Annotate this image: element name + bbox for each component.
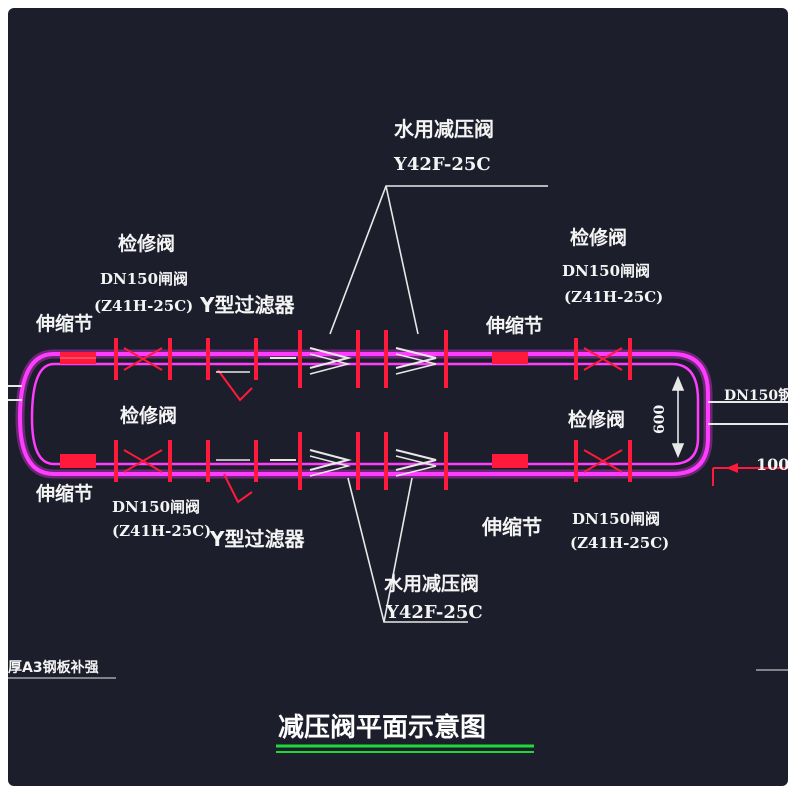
pressure-reducing-valve-plan-diagram: 水用减压阀 Y42F-25C 检修阀 DN150闸阀 (Z41H-25C) Y型… xyxy=(8,117,788,753)
bottom-left-valve-size: DN150闸阀 xyxy=(112,498,200,516)
top-left-valve-size: DN150闸阀 xyxy=(100,270,188,288)
gate-valve-bottom-left xyxy=(114,440,172,482)
bottom-left-valve-model: (Z41H-25C) xyxy=(112,522,211,540)
pressure-reducing-valve-bottom xyxy=(270,432,448,490)
prv-top-name: 水用减压阀 xyxy=(394,117,494,141)
prv-top-model: Y42F-25C xyxy=(393,154,491,175)
inlet-pipe xyxy=(8,385,22,401)
bottom-right-joint: 伸缩节 xyxy=(481,515,542,539)
pressure-reducing-valve-top xyxy=(270,330,448,388)
top-right-valve-model: (Z41H-25C) xyxy=(564,288,663,306)
gate-valve-top-left xyxy=(114,338,172,380)
gate-valve-top-right xyxy=(574,338,632,380)
top-left-joint: 伸缩节 xyxy=(35,312,93,335)
y-strainer-bottom xyxy=(206,440,258,504)
bottom-right-valve-model: (Z41H-25C) xyxy=(570,534,669,552)
bottom-right-valve-size: DN150闸阀 xyxy=(572,510,660,528)
expansion-joint-top-left xyxy=(60,352,96,364)
prv-bottom-name: 水用减压阀 xyxy=(384,572,479,595)
top-left-valve-model: (Z41H-25C) xyxy=(94,297,193,315)
top-left-strainer: Y型过滤器 xyxy=(199,293,295,317)
bottom-left-valve-name: 检修阀 xyxy=(120,404,177,427)
bottom-left-joint: 伸缩节 xyxy=(35,482,93,505)
expansion-joint-bottom-left xyxy=(60,454,96,468)
right-lower-value: 100 xyxy=(756,455,788,474)
leader-lines xyxy=(329,185,548,623)
expansion-joint-bottom-right xyxy=(492,454,528,468)
expansion-joint-top-right xyxy=(492,352,528,364)
outlet-pipe xyxy=(708,401,788,486)
top-right-joint: 伸缩节 xyxy=(485,314,543,337)
gate-valve-bottom-right xyxy=(574,440,632,482)
diagram-title: 减压阀平面示意图 xyxy=(278,712,486,743)
pipe-loop xyxy=(15,349,713,479)
prv-bottom-model: Y42F-25C xyxy=(385,602,483,623)
y-strainer-top xyxy=(206,338,258,402)
top-left-valve-name: 检修阀 xyxy=(118,232,175,255)
cad-screen: 水用减压阀 Y42F-25C 检修阀 DN150闸阀 (Z41H-25C) Y型… xyxy=(8,8,788,786)
top-right-valve-size: DN150闸阀 xyxy=(562,262,650,280)
bottom-right-valve-name: 检修阀 xyxy=(568,408,625,431)
bottom-left-strainer: Y型过滤器 xyxy=(209,527,305,551)
top-right-valve-name: 检修阀 xyxy=(570,226,627,249)
dimension-label: 600 xyxy=(652,405,668,434)
right-pipe-size: DN150钢 xyxy=(724,387,788,404)
bottom-left-note: 厚A3钢板补强 xyxy=(8,659,99,676)
dimension-600 xyxy=(671,375,685,459)
